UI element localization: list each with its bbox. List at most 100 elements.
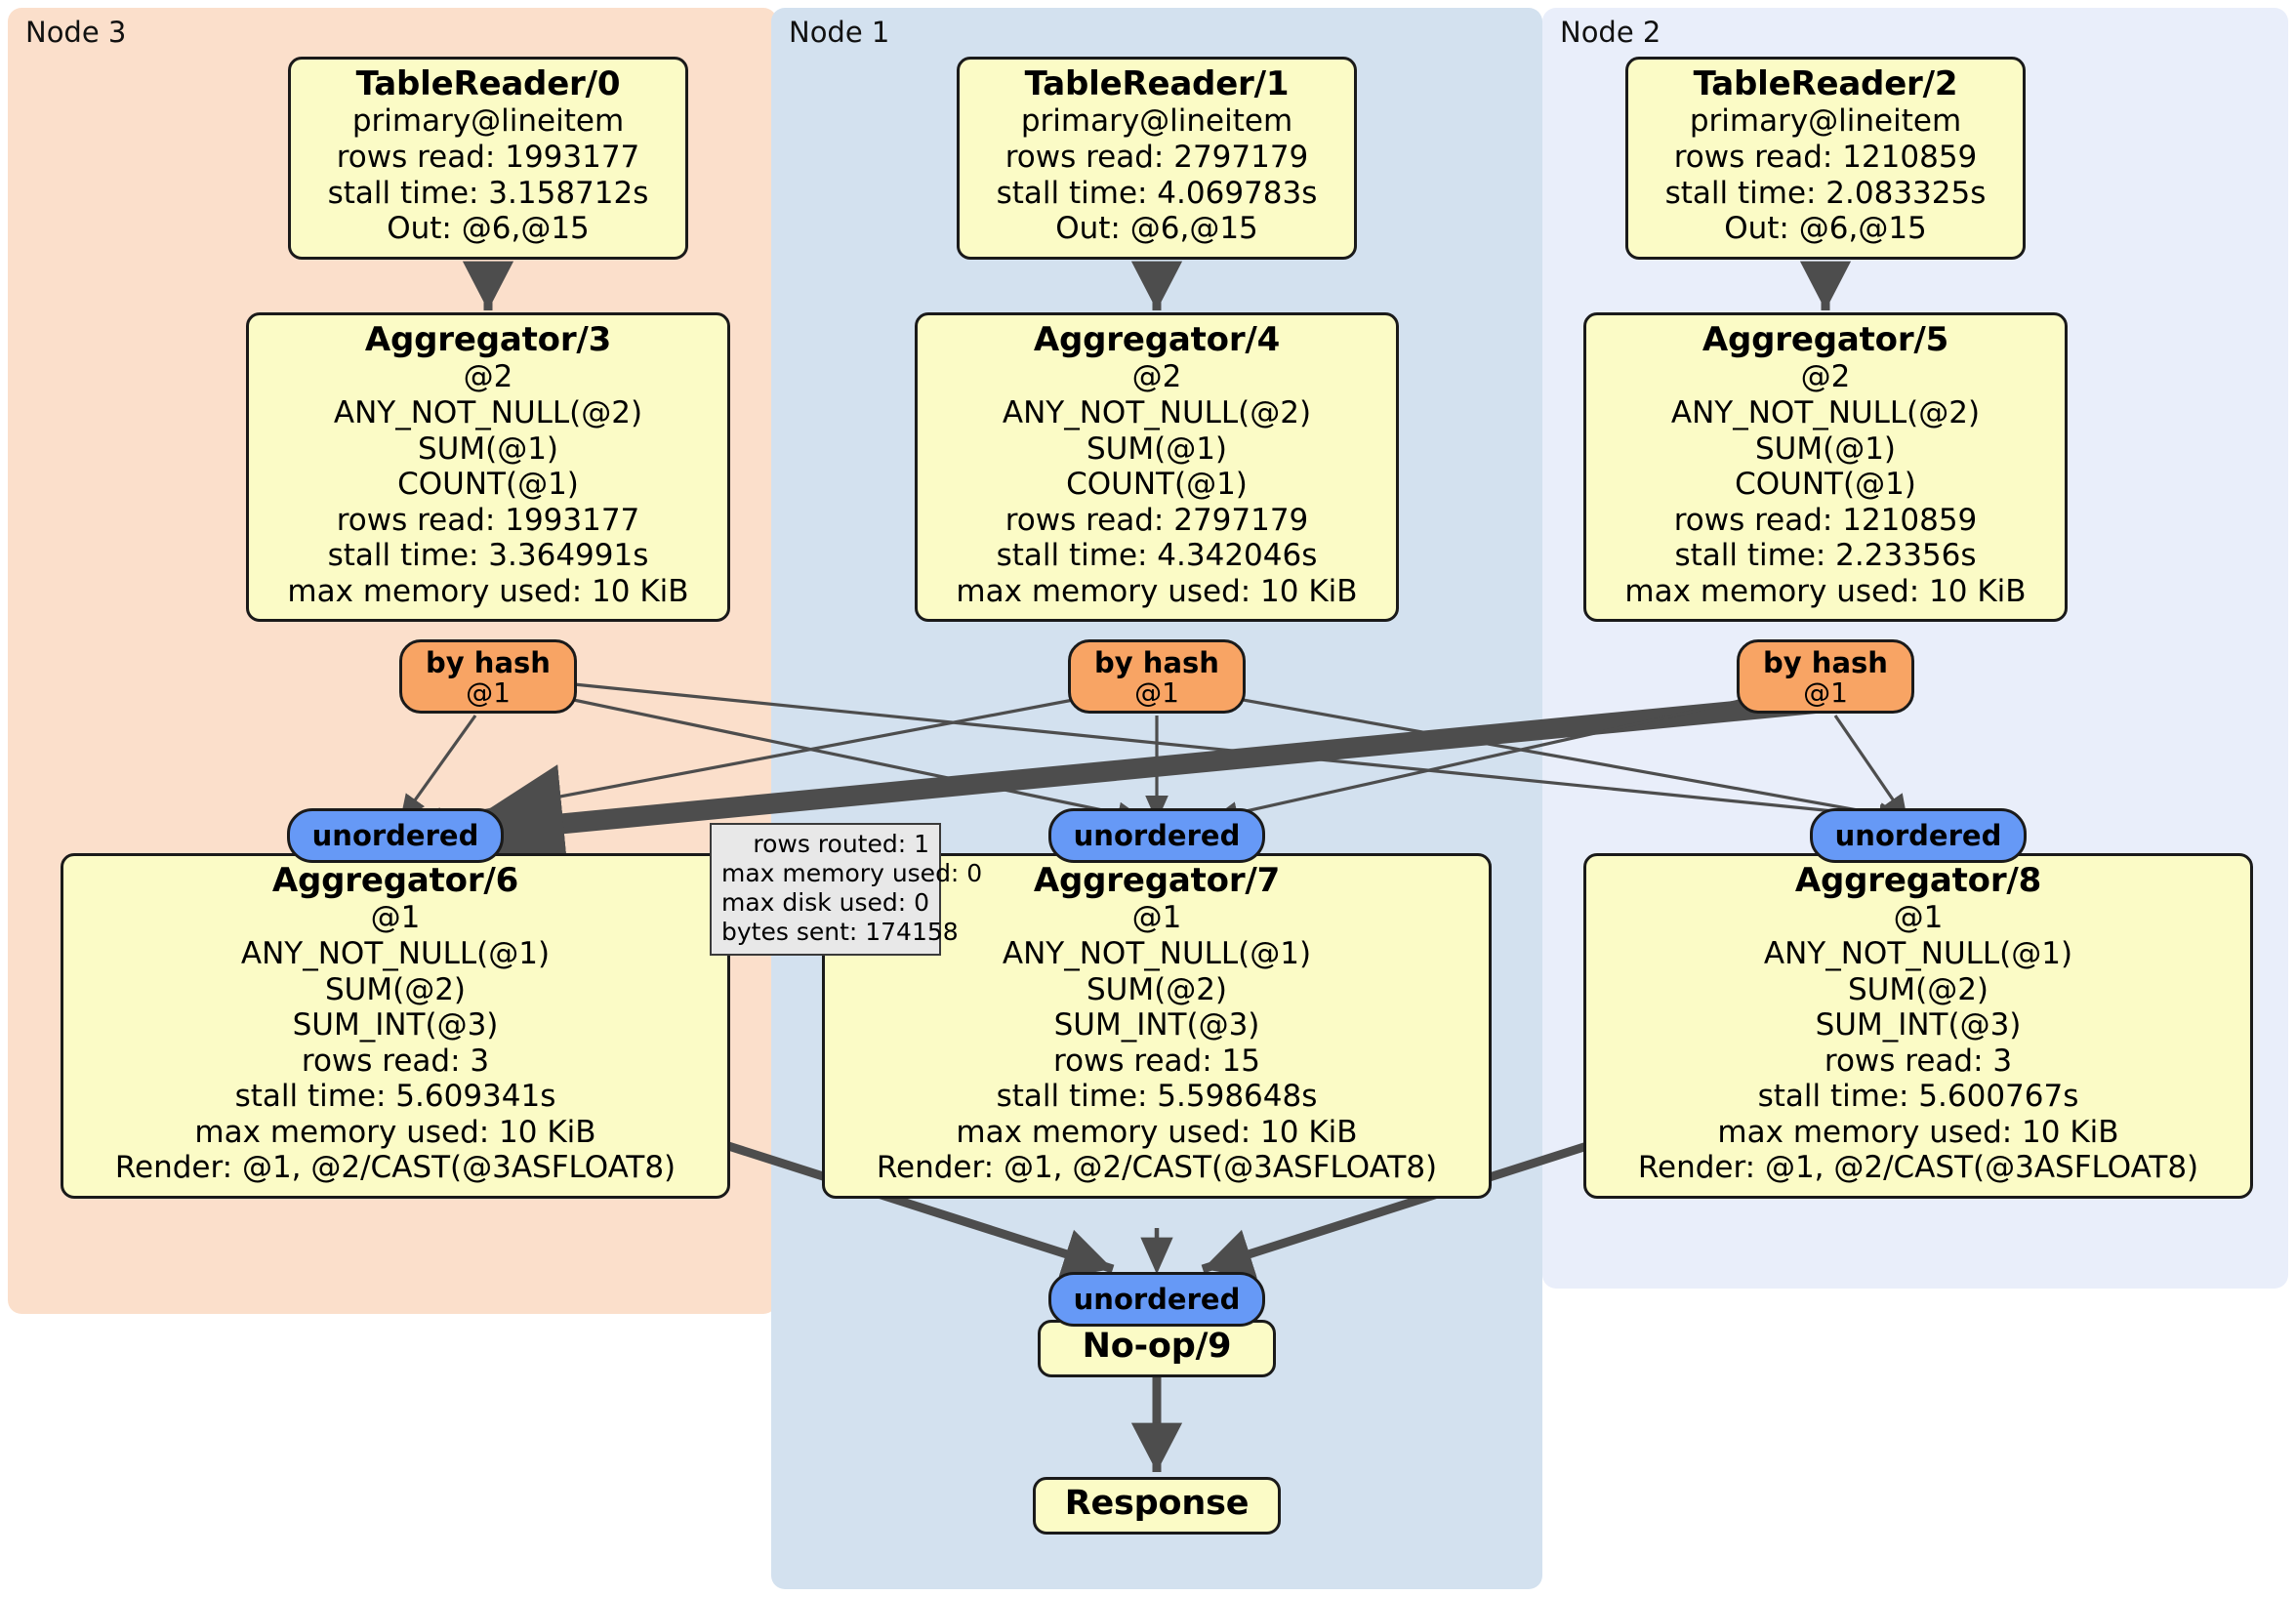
processor-line: Out: @6,@15 [387,211,590,247]
processor-line: rows read: 3 [301,1043,490,1079]
processor-aggregator-6[interactable]: Aggregator/6 @1 ANY_NOT_NULL(@1) SUM(@2)… [61,853,730,1200]
processor-line: max memory used: 10 KiB [956,1114,1358,1150]
processor-response[interactable]: Response [1033,1477,1281,1535]
processor-line: SUM(@1) [417,430,559,467]
processor-line: rows read: 3 [1824,1043,2013,1079]
processor-line: SUM_INT(@3) [1053,1007,1260,1044]
processor-title: Aggregator/5 [1702,320,1949,359]
processor-title: TableReader/1 [1024,64,1290,103]
router-label: unordered [311,818,479,852]
stats-line: max memory used: 0 [721,859,983,887]
processor-line: COUNT(@1) [397,467,579,503]
processor-title: TableReader/2 [1693,64,1958,103]
processor-title: Aggregator/6 [271,861,519,900]
processor-line: stall time: 5.598648s [996,1079,1318,1115]
node-group-label-node1: Node 1 [789,16,890,49]
processor-title: Aggregator/7 [1033,861,1281,900]
processor-aggregator-4[interactable]: Aggregator/4 @2 ANY_NOT_NULL(@2) SUM(@1)… [915,312,1399,623]
processor-title: Aggregator/4 [1033,320,1281,359]
router-by-hash-3[interactable]: by hash @1 [399,639,577,714]
processor-line: @2 [463,359,513,395]
processor-line: stall time: 2.23356s [1674,538,1977,574]
processor-title: Aggregator/8 [1794,861,2042,900]
processor-aggregator-8[interactable]: Aggregator/8 @1 ANY_NOT_NULL(@1) SUM(@2)… [1583,853,2253,1200]
processor-tablereader-0[interactable]: TableReader/0 primary@lineitem rows read… [288,57,688,260]
processor-line: stall time: 2.083325s [1664,175,1987,211]
processor-tablereader-2[interactable]: TableReader/2 primary@lineitem rows read… [1625,57,2026,260]
processor-line: max memory used: 10 KiB [1624,573,2027,609]
processor-line: rows read: 1993177 [336,502,640,538]
processor-line: rows read: 2797179 [1004,502,1309,538]
processor-line: rows read: 1210859 [1673,140,1978,176]
router-unordered-8[interactable]: unordered [1810,808,2027,863]
processor-line: max memory used: 10 KiB [194,1114,596,1150]
router-unordered-9[interactable]: unordered [1048,1272,1265,1327]
processor-aggregator-5[interactable]: Aggregator/5 @2 ANY_NOT_NULL(@2) SUM(@1)… [1583,312,2068,623]
processor-line: ANY_NOT_NULL(@1) [240,936,551,972]
processor-title: Aggregator/3 [364,320,612,359]
processor-line: @1 [1131,900,1182,936]
processor-line: SUM(@1) [1754,430,1897,467]
router-label: unordered [1834,818,2002,852]
router-sublabel: @1 [1134,676,1179,709]
processor-line: primary@lineitem [351,103,625,140]
processor-line: ANY_NOT_NULL(@1) [1763,936,2073,972]
router-unordered-7[interactable]: unordered [1048,808,1265,863]
processor-line: rows read: 1993177 [336,140,640,176]
processor-line: Out: @6,@15 [1055,211,1258,247]
router-label: by hash [1763,646,1888,680]
processor-title: No-op/9 [1082,1327,1232,1366]
router-label: by hash [426,646,551,680]
router-sublabel: @1 [1803,676,1848,709]
processor-line: SUM(@1) [1086,430,1228,467]
processor-line: rows read: 15 [1053,1043,1260,1079]
processor-line: COUNT(@1) [1735,467,1916,503]
processor-line: ANY_NOT_NULL(@2) [333,395,643,431]
stats-line: rows routed: 1 [753,830,929,858]
processor-aggregator-3[interactable]: Aggregator/3 @2 ANY_NOT_NULL(@2) SUM(@1)… [246,312,730,623]
processor-line: stall time: 3.158712s [327,175,649,211]
processor-line: @1 [1893,900,1944,936]
processor-tablereader-1[interactable]: TableReader/1 primary@lineitem rows read… [957,57,1357,260]
processor-line: stall time: 5.600767s [1757,1079,2079,1115]
processor-line: ANY_NOT_NULL(@2) [1670,395,1981,431]
processor-line: max memory used: 10 KiB [287,573,689,609]
processor-line: stall time: 4.069783s [996,175,1318,211]
processor-title: TableReader/0 [355,64,621,103]
processor-line: @2 [1800,359,1851,395]
processor-line: SUM(@2) [324,971,467,1007]
processor-line: SUM_INT(@3) [292,1007,499,1044]
processor-line: rows read: 1210859 [1673,502,1978,538]
processor-line: ANY_NOT_NULL(@2) [1002,395,1312,431]
router-by-hash-4[interactable]: by hash @1 [1068,639,1246,714]
processor-line: SUM(@2) [1847,971,1989,1007]
router-sublabel: @1 [466,676,511,709]
processor-line: max memory used: 10 KiB [956,573,1358,609]
processor-line: max memory used: 10 KiB [1717,1114,2119,1150]
router-label: unordered [1073,1282,1241,1316]
router-label: by hash [1094,646,1219,680]
stats-line: bytes sent: 174158 [721,918,959,946]
processor-line: COUNT(@1) [1066,467,1248,503]
processor-line: Render: @1, @2/CAST(@3ASFLOAT8) [1637,1150,2199,1186]
processor-line: SUM_INT(@3) [1815,1007,2022,1044]
processor-line: Render: @1, @2/CAST(@3ASFLOAT8) [114,1150,676,1186]
node-group-label-node3: Node 3 [25,16,127,49]
processor-line: @1 [370,900,421,936]
processor-line: stall time: 4.342046s [996,538,1318,574]
router-stats-tooltip: rows routed: 1 max memory used: 0 max di… [710,823,983,956]
processor-line: Out: @6,@15 [1724,211,1927,247]
processor-line: Render: @1, @2/CAST(@3ASFLOAT8) [876,1150,1438,1186]
processor-line: SUM(@2) [1086,971,1228,1007]
processor-title: Response [1064,1484,1250,1523]
router-unordered-6[interactable]: unordered [287,808,504,863]
router-by-hash-5[interactable]: by hash @1 [1737,639,1914,714]
processor-line: rows read: 2797179 [1004,140,1309,176]
processor-line: stall time: 5.609341s [234,1079,556,1115]
processor-line: primary@lineitem [1689,103,1962,140]
router-label: unordered [1073,818,1241,852]
node-group-label-node2: Node 2 [1560,16,1661,49]
processor-line: ANY_NOT_NULL(@1) [1002,936,1312,972]
processor-line: primary@lineitem [1020,103,1293,140]
processor-noop-9[interactable]: No-op/9 [1038,1320,1276,1377]
